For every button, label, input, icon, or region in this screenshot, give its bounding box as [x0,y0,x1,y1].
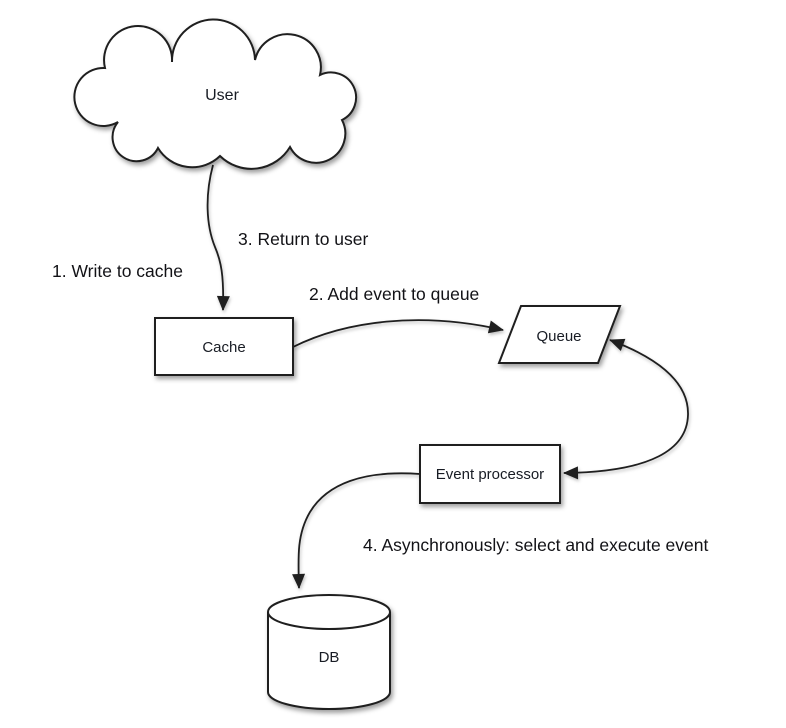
node-queue-label: Queue [536,328,581,345]
node-event-processor-label: Event processor [436,466,544,483]
event-processor-rectangle [419,444,561,504]
node-db-label: DB [319,649,340,666]
node-user: User [73,18,358,170]
queue-parallelogram [497,305,622,364]
node-user-label: User [205,87,239,104]
arrow-user-to-cache [206,164,230,311]
arrow-queue-event-processor-bidirectional [563,338,689,480]
step3-label: 3. Return to user [238,229,369,249]
cache-rectangle [154,317,294,376]
arrow-cache-to-queue [292,319,504,348]
db-cylinder-top [267,594,391,630]
edges [206,164,689,589]
step1-label: 1. Write to cache [52,261,183,281]
arrow-event-processor-to-db [292,472,421,589]
cloud-shape [73,18,358,170]
node-event-processor: Event processor [419,444,561,504]
node-cache: Cache [154,317,294,376]
step2-label: 2. Add event to queue [309,284,479,304]
node-db: DB [267,594,391,710]
node-queue: Queue [497,305,622,364]
step4-label: 4. Asynchronously: select and execute ev… [363,535,708,555]
node-cache-label: Cache [202,339,245,356]
step-labels: 1. Write to cache 2. Add event to queue … [52,229,708,555]
db-cylinder-body [267,612,391,710]
